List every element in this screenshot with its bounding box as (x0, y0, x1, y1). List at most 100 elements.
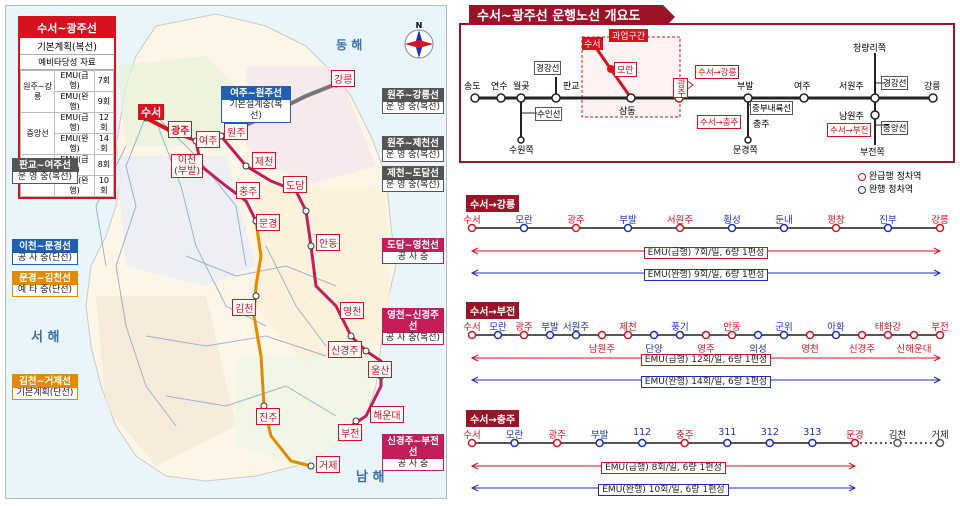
legend-count: 8회 (93, 154, 115, 176)
station-label: 제천 (619, 322, 637, 333)
station-dot (701, 330, 711, 340)
station-label: 부발 (619, 215, 637, 226)
express-label-wrap: EMU(급행) 8회/일, 6량 1편성 (583, 460, 743, 474)
route-box-title: 이천~문경선 (13, 240, 77, 253)
sea-south-label: 남 해 (356, 470, 385, 485)
station-dot (552, 438, 562, 448)
ov-tag-bujeon: 수서→부전 (827, 123, 872, 137)
station-dot (723, 438, 732, 448)
legend-count: 7회 (93, 70, 115, 92)
route-box-title: 도담~영천선 (383, 239, 443, 252)
ov-seowonju: 서원주 (839, 82, 864, 92)
station-dot (831, 223, 841, 233)
station-label: 부발 (590, 430, 609, 441)
korea-map: N 동 해 서 해 남 해 수서 광주 여주 원주 강릉 이천 (부발) 제천 … (5, 5, 447, 499)
line-suseo-gwangju (145, 116, 172, 133)
ov-suin: 수인선 (535, 107, 563, 121)
local-label: EMU(완행) 9회/일, 6량 1편성 (643, 269, 769, 281)
station-label: 313 (803, 427, 822, 438)
legend-route: 원주~강릉 (19, 70, 56, 113)
route-box-status: 운 영 중(복선) (385, 180, 441, 190)
route-box-status: 운 영 중(복선) (17, 172, 73, 182)
station-dot (831, 330, 841, 340)
city-gwangju: 광주 (168, 121, 193, 138)
route-box-status: 공 사 중(단선) (17, 253, 73, 263)
local-label: EMU(완행) 10회/일, 6량 1편성 (598, 484, 729, 496)
ov-gyeonggang2: 경강선 (881, 76, 909, 90)
station-dot (623, 223, 633, 233)
local-bar-arrow (470, 376, 942, 384)
legend-type: EMU(급행) (54, 70, 95, 92)
local-label-wrap: EMU(완행) 14회/일, 6량 1편성 (626, 374, 786, 388)
line-label: 수서→충주 (466, 410, 520, 427)
ov-bujeon: 부전쪽 (860, 148, 885, 158)
station-label: 광주 (548, 430, 566, 441)
legend-subtitle: 기본계획(복선) (20, 38, 114, 55)
station-label: 진부 (879, 215, 897, 226)
route-box-title: 판교~여주선 (13, 159, 77, 172)
station-label: 311 (718, 427, 737, 438)
station-dot (467, 223, 477, 233)
city-gangneung: 강릉 (331, 70, 356, 87)
ov-samdong: 삼동 (619, 107, 636, 117)
ov-wolgot: 월곶 (513, 82, 530, 92)
station-label: 모란 (515, 215, 533, 226)
station-dot (637, 438, 647, 448)
station-dot (893, 438, 902, 448)
city-jecheon: 제천 (252, 152, 277, 169)
route-box-title: 여주~원주선 (222, 87, 290, 100)
legend-type: EMU(완행) (54, 133, 95, 155)
route-box-status: 기본계획(단선) (16, 388, 74, 398)
route-box-title: 신경주~부전선 (383, 435, 443, 459)
city-andong: 안동 (316, 234, 341, 251)
station-label: 군위 (775, 322, 793, 333)
station-label: 수서 (463, 430, 481, 441)
ov-section-label: 과업구간 (609, 29, 649, 42)
city-mungyeong: 문경 (256, 214, 281, 231)
station-dot (935, 223, 945, 233)
express-bar-arrow (470, 462, 857, 470)
station-label: 횡성 (723, 215, 741, 226)
line-label: 수서→부전 (466, 302, 520, 319)
station-label: 모란 (505, 430, 524, 441)
station-label: 영주 (697, 344, 715, 355)
ov-songdo: 송도 (464, 82, 481, 92)
station-dot (680, 438, 689, 448)
ov-gangneung: 강릉 (924, 82, 941, 92)
stop-legend: 완급행 정차역 완행 정차역 (858, 171, 921, 197)
city-geoje: 거제 (316, 456, 341, 473)
ov-yeoju: 여주 (794, 82, 811, 92)
line-mungyeong-geoje (252, 220, 312, 468)
express-bar-arrow (470, 354, 942, 362)
ov-moran: 모란 (614, 62, 637, 77)
station-label: 강릉 (931, 215, 949, 226)
route-box-title: 영천~신경주선 (383, 309, 443, 333)
station-dot (909, 330, 919, 340)
local-bar-arrow (470, 269, 942, 277)
station-dot (623, 330, 633, 340)
station-dot (779, 223, 789, 233)
station-label: 112 (633, 427, 652, 438)
legend-count: 12회 (93, 112, 115, 134)
ov-yeonsu: 연수 (491, 82, 508, 92)
station-dot (765, 438, 775, 448)
ov-tag-gangneung: 수서→강릉 (695, 65, 740, 79)
legend-type: EMU(완행) (54, 91, 95, 113)
rail-network (95, 115, 337, 427)
legend-row: EMU(완행)9회 (21, 91, 115, 113)
station-label: 남원주 (588, 344, 616, 355)
route-box-status: 운 영 중(복선) (385, 102, 441, 112)
legend-count: 10회 (93, 175, 115, 197)
city-yeongcheon: 영천 (340, 302, 365, 319)
city-bujeon: 부전 (338, 424, 363, 441)
station-dot (727, 330, 737, 340)
city-yeoju: 여주 (196, 131, 221, 148)
